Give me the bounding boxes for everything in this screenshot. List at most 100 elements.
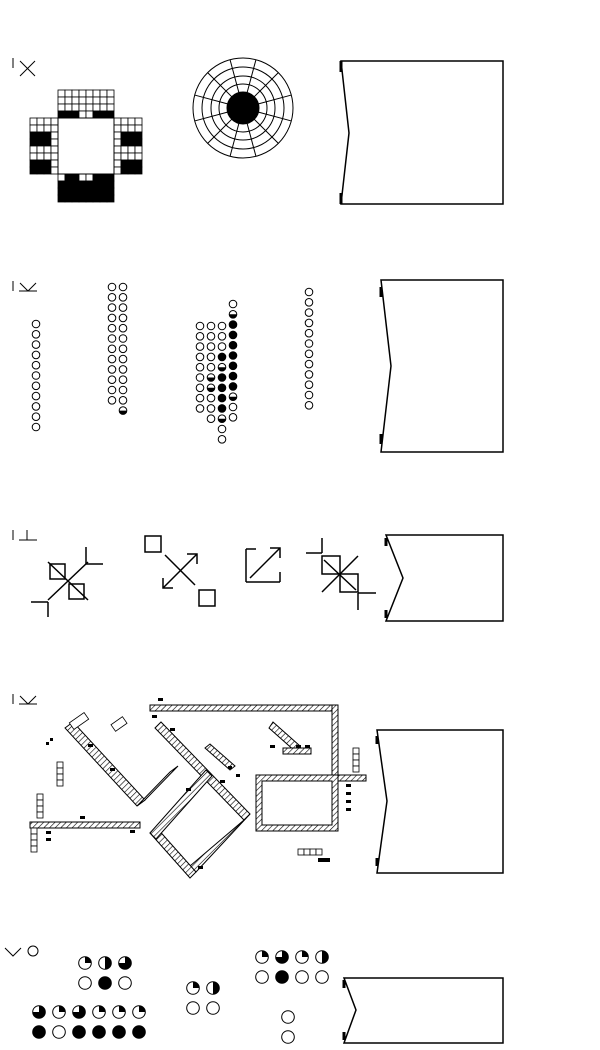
marker-circle	[228, 402, 238, 412]
grid-cell	[50, 145, 59, 154]
pie-symbol	[281, 1030, 295, 1044]
grid-cell	[36, 166, 45, 175]
pie-symbol	[206, 1001, 220, 1015]
marker-circle	[228, 413, 238, 422]
grid-cell	[64, 173, 73, 182]
grid-cell	[120, 117, 129, 126]
grid-cell	[92, 187, 101, 196]
grid-cell	[50, 131, 59, 140]
grid-cell	[106, 180, 115, 189]
marker-circle	[118, 385, 128, 395]
grid-cell	[85, 103, 94, 112]
grid-cell	[127, 138, 136, 147]
grid-cell	[43, 166, 52, 175]
grid-cell	[64, 180, 73, 189]
pie-slice	[213, 981, 220, 995]
pie-slice	[119, 1005, 126, 1012]
marker-circle	[206, 332, 216, 341]
grid-cell	[78, 110, 87, 119]
grid-cell	[71, 96, 80, 105]
grid-cell	[64, 89, 73, 98]
pie-slice	[59, 1005, 66, 1012]
grid-cell	[120, 159, 129, 168]
row-1-target-diagram	[192, 57, 294, 159]
marker-circle	[217, 383, 227, 393]
marker-circle	[118, 323, 128, 333]
marker-half-fill	[218, 367, 226, 372]
grid-cell	[57, 173, 66, 182]
grid-cell	[78, 89, 87, 98]
grid-cell	[36, 117, 45, 126]
grid-cell	[120, 145, 129, 154]
row-1-marker-icon	[12, 58, 36, 77]
grid-cell	[36, 131, 45, 140]
marker-half-fill	[119, 410, 127, 415]
pie-symbol	[32, 1025, 46, 1039]
marker-half-fill	[207, 387, 215, 392]
grid-cell	[71, 187, 80, 196]
grid-cell	[127, 117, 136, 126]
web-spoke	[246, 123, 257, 157]
grid-cell	[127, 166, 136, 175]
marker-circle	[206, 342, 216, 351]
grid-cell	[92, 89, 101, 98]
pie-symbol	[52, 1025, 66, 1039]
grid-cell	[71, 194, 80, 203]
grid-cell	[106, 194, 115, 203]
grid-cell	[134, 138, 143, 147]
marker-circle	[217, 373, 227, 382]
grid-cell	[127, 131, 136, 140]
web-spoke	[194, 111, 228, 122]
web-spoke	[194, 94, 228, 105]
grid-cell	[113, 138, 122, 147]
grid-cell	[50, 138, 59, 147]
marker-circle	[206, 362, 216, 372]
marker-circle	[228, 299, 238, 309]
grid-cell	[120, 131, 129, 140]
row-2-dot-columns	[31, 282, 314, 444]
marker-circle	[118, 354, 128, 364]
marker-circle	[228, 330, 238, 340]
grid-cell	[113, 145, 122, 154]
marker-circle	[195, 321, 205, 331]
grid-cell	[43, 145, 52, 154]
marker-circle	[31, 330, 41, 339]
marker-circle	[304, 359, 314, 369]
pie-slice	[105, 956, 112, 970]
marker-circle	[118, 334, 128, 343]
marker-circle	[217, 321, 227, 331]
marker-circle	[228, 340, 238, 350]
pie-symbol	[275, 970, 289, 984]
marker-circle	[31, 340, 41, 349]
marker-circle	[31, 402, 41, 411]
web-spoke	[246, 59, 257, 93]
grid-cell	[106, 187, 115, 196]
row-4-small-marks	[46, 698, 351, 869]
marker-circle	[217, 435, 227, 444]
grid-cell	[50, 117, 59, 126]
grid-cell	[92, 110, 101, 119]
marker-circle	[304, 349, 314, 359]
grid-cell	[71, 103, 80, 112]
marker-circle	[217, 332, 227, 341]
row-4-wall-plan	[29, 704, 367, 879]
grid-cell	[120, 138, 129, 147]
pie-symbol	[281, 1010, 295, 1024]
pie-symbol	[112, 1025, 126, 1039]
grid-cell	[134, 117, 143, 126]
grid-cell	[29, 166, 38, 175]
grid-cell	[120, 166, 129, 175]
grid-cell	[134, 131, 143, 140]
grid-cell	[36, 152, 45, 161]
web-spoke	[253, 72, 279, 98]
marker-circle	[195, 342, 205, 351]
marker-circle	[206, 352, 216, 362]
marker-circle	[31, 371, 41, 380]
grid-cell	[43, 124, 52, 133]
row-5-pie-groups	[32, 950, 329, 1044]
grid-cell	[85, 187, 94, 196]
marker-circle	[206, 404, 216, 413]
marker-circle	[195, 383, 205, 393]
